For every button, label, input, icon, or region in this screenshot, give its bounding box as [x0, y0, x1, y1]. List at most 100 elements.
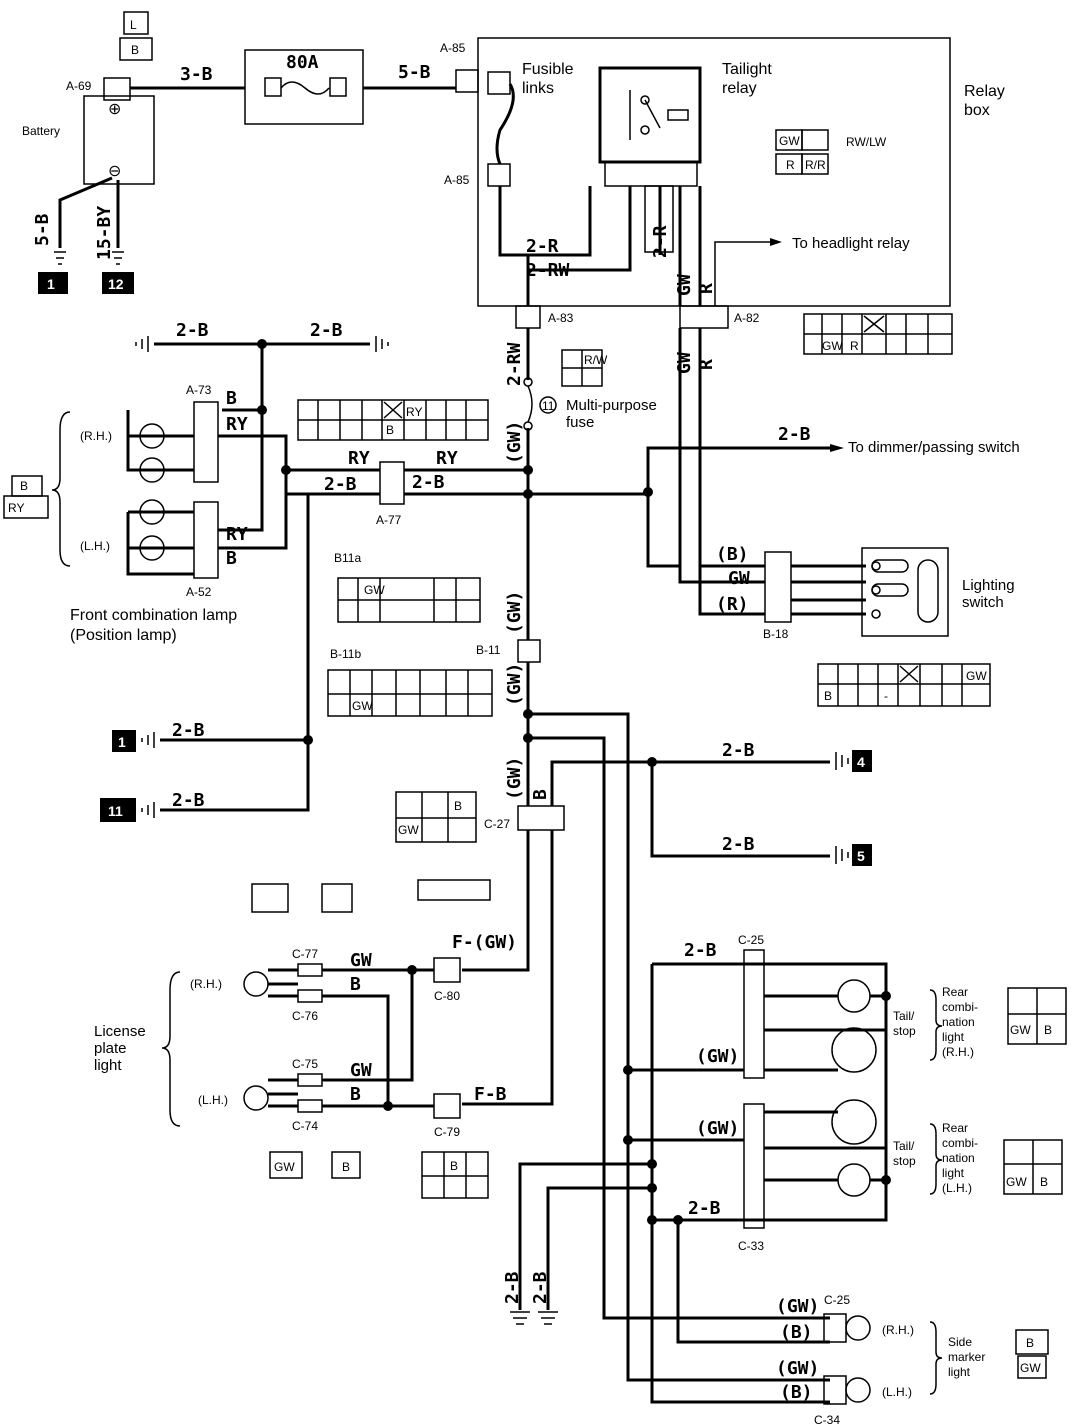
wire-2b-m: 2-B [530, 1271, 551, 1304]
svg-text:R: R [850, 339, 859, 353]
rear-lh-tail: Tail/stop [893, 1139, 916, 1168]
tailight-relay [598, 66, 702, 164]
svg-text:(R.H.): (R.H.) [882, 1323, 914, 1337]
wire-2rw-v: 2-RW [504, 342, 525, 386]
connector-a52 [193, 501, 219, 579]
wire-2b-k: 2-B [688, 1198, 721, 1219]
svg-text:80A: 80A [286, 52, 319, 73]
svg-text:C-27: C-27 [484, 817, 510, 831]
rear-lamp-lh-stop [831, 1099, 877, 1145]
svg-text:(L.H.): (L.H.) [80, 539, 110, 553]
svg-text:B: B [450, 1159, 458, 1173]
front-lamp-rh [126, 410, 194, 483]
wire-fgw: F-(GW) [452, 932, 517, 953]
wire-b-6: (B) [780, 1322, 813, 1343]
wire-gw-a: (GW) [504, 421, 525, 464]
wire-ry-1: RY [226, 414, 248, 435]
svg-text:C-77: C-77 [292, 947, 318, 961]
svg-text:A-73: A-73 [186, 383, 212, 397]
wire-2b-g: 2-B [172, 790, 205, 811]
front-lamp-pinout: B RY [3, 475, 49, 519]
svg-text:1: 1 [118, 734, 126, 750]
b18-pinout: B - GW [817, 663, 991, 707]
wire-b-1: B [226, 388, 237, 409]
svg-text:A-69: A-69 [66, 79, 92, 93]
svg-text:GW: GW [1006, 1175, 1027, 1189]
connector-a77 [379, 461, 405, 505]
front-lamp-lh [126, 499, 194, 576]
to-dimmer-label: To dimmer/passing switch [848, 439, 1020, 456]
svg-text:C-75: C-75 [292, 1057, 318, 1071]
wire-2b-f: 2-B [172, 720, 205, 741]
svg-text:4: 4 [857, 754, 865, 770]
svg-text:R/W: R/W [584, 353, 608, 367]
wire-b-sw: (B) [716, 544, 749, 565]
wire-gw-v: GW [674, 274, 695, 296]
wire-2r: 2-R [526, 236, 559, 257]
svg-text:GW: GW [822, 339, 843, 353]
wire-gw-f: GW [350, 1060, 372, 1081]
svg-text:B: B [342, 1160, 350, 1174]
connector-c80 [433, 957, 461, 983]
svg-text:L: L [130, 18, 137, 32]
wire-2b-j: 2-B [684, 940, 717, 961]
svg-text:12: 12 [108, 276, 124, 292]
wire-b-4: B [350, 974, 361, 995]
svg-text:(R.H.): (R.H.) [190, 977, 222, 991]
front-lamp-sub: (Position lamp) [70, 627, 177, 644]
svg-text:RY: RY [8, 501, 24, 515]
ground-5: 5 [852, 844, 872, 866]
svg-text:11: 11 [108, 803, 123, 819]
svg-text:-: - [884, 689, 888, 703]
svg-text:B-18: B-18 [763, 627, 789, 641]
connector-a83 [515, 305, 541, 329]
svg-text:C-80: C-80 [434, 989, 460, 1003]
svg-text:C-76: C-76 [292, 1009, 318, 1023]
svg-text:GW: GW [1020, 1361, 1041, 1375]
svg-text:RY: RY [406, 405, 422, 419]
rear-lh-pinout: GW B [1003, 1139, 1063, 1195]
wire-2b-h: 2-B [722, 740, 755, 761]
wire-5b-v: 5-B [32, 213, 53, 246]
wire-gw-b: (GW) [504, 591, 525, 634]
wire-b-5: B [350, 1084, 361, 1105]
wire-2rw: 2-RW [526, 260, 570, 281]
lighting-switch [861, 547, 949, 637]
c79-pinout: B [421, 1151, 489, 1199]
svg-text:(R.H.): (R.H.) [80, 429, 112, 443]
svg-text:5: 5 [857, 848, 865, 864]
wire-gw-sw: GW [728, 568, 750, 589]
svg-text:A-85: A-85 [440, 41, 466, 55]
svg-text:GW: GW [274, 1160, 295, 1174]
ground-12: 12 [102, 272, 134, 294]
wire-2b-a: 2-B [176, 320, 209, 341]
ground-11: 11 [100, 798, 136, 822]
connector-c25 [743, 949, 765, 1079]
svg-text:B: B [1026, 1336, 1034, 1350]
connector-b11 [517, 639, 541, 663]
connector-b18 [764, 551, 792, 623]
wire-2r-v: 2-R [650, 225, 671, 258]
svg-text:C-79: C-79 [434, 1125, 460, 1139]
rear-rh-tail: Tail/stop [893, 1009, 916, 1038]
connector-c79 [433, 1093, 461, 1119]
svg-text:(L.H.): (L.H.) [198, 1093, 228, 1107]
wire-b-7: (B) [780, 1382, 813, 1403]
svg-text:B11a: B11a [334, 551, 361, 565]
rear-rh-pinout: GW B [1007, 987, 1067, 1045]
svg-text:B: B [131, 43, 139, 57]
svg-text:C-74: C-74 [292, 1119, 318, 1133]
svg-text:B: B [824, 689, 832, 703]
wire-b-3: B [530, 789, 551, 800]
wire-gw-h: (GW) [696, 1118, 739, 1139]
license-bulb-lh [243, 1085, 269, 1111]
ground-1: 1 [38, 272, 68, 294]
